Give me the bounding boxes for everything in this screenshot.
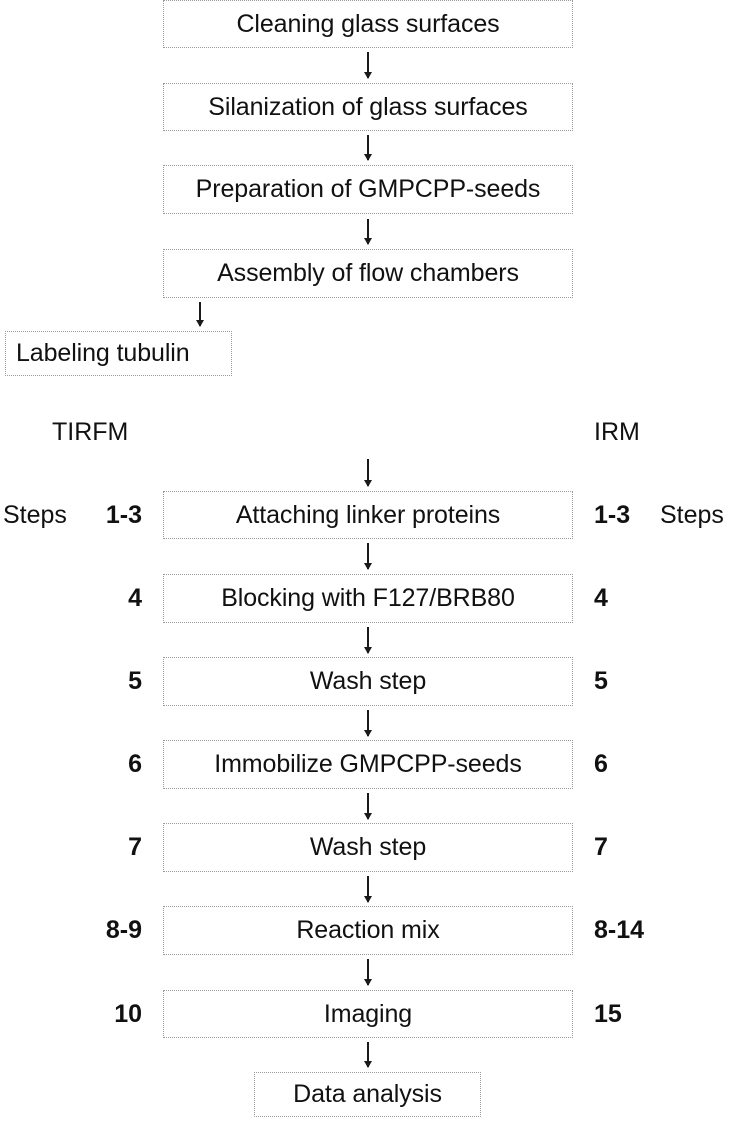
irm-step-number-row-1: 1-3 <box>594 501 631 529</box>
arrow-imaging-to-data-analysis <box>367 1042 369 1067</box>
flow-box-reaction-mix: Reaction mix <box>163 906 573 955</box>
tirfm-step-number-row-3: 5 <box>128 667 142 695</box>
flow-box-preparation-of-gmpcpp-seeds: Preparation of GMPCPP-seeds <box>163 165 573 214</box>
left-steps-word: Steps <box>3 501 67 529</box>
flow-box-label: Data analysis <box>293 1080 442 1108</box>
flow-box-label: Immobilize GMPCPP-seeds <box>214 750 522 778</box>
irm-step-number-row-6: 8-14 <box>594 916 645 944</box>
tirfm-step-number-row-1: 1-3 <box>105 501 142 529</box>
arrow-row-5-to-row-6 <box>367 876 369 902</box>
arrow-silanization-to-preparation <box>367 135 369 160</box>
arrow-row-4-to-row-5 <box>367 793 369 819</box>
column-title-tirfm: TIRFM <box>52 418 129 446</box>
column-title-irm: IRM <box>594 418 640 446</box>
flow-box-imaging: Imaging <box>163 990 573 1038</box>
flow-box-labeling-tubulin: Labeling tubulin <box>5 331 232 376</box>
arrow-row-6-to-row-7 <box>367 959 369 985</box>
flow-box-assembly-of-flow-chambers: Assembly of flow chambers <box>163 249 573 298</box>
flow-box-label: Attaching linker proteins <box>235 500 501 529</box>
flow-box-label: Imaging <box>323 999 413 1028</box>
flow-box-wash-step-2: Wash step <box>163 823 573 872</box>
flow-box-label: Reaction mix <box>296 916 440 944</box>
right-steps-word: Steps <box>660 501 724 529</box>
arrow-into-assay-flow <box>367 459 369 486</box>
tirfm-step-number-row-6: 8-9 <box>105 916 142 944</box>
flow-box-cleaning-glass-surfaces: Cleaning glass surfaces <box>163 0 573 48</box>
irm-step-number-row-4: 6 <box>594 750 608 778</box>
irm-step-number-row-7: 15 <box>594 1000 622 1028</box>
tirfm-step-number-row-5: 7 <box>128 833 142 861</box>
flow-box-silanization-of-glass-surfaces: Silanization of glass surfaces <box>163 83 573 131</box>
irm-step-number-row-2: 4 <box>594 584 608 612</box>
flow-box-blocking-with-f127-brb80: Blocking with F127/BRB80 <box>163 574 573 623</box>
flow-box-label: Labeling tubulin <box>16 339 190 367</box>
arrow-row-1-to-row-2 <box>367 543 369 569</box>
tirfm-step-number-row-7: 10 <box>114 1000 142 1028</box>
tirfm-step-number-row-4: 6 <box>128 750 142 778</box>
arrow-row-3-to-row-4 <box>367 710 369 736</box>
flow-box-label: Assembly of flow chambers <box>217 259 519 287</box>
irm-step-number-row-3: 5 <box>594 667 608 695</box>
flow-box-label: Cleaning glass surfaces <box>236 9 500 38</box>
arrow-cleaning-to-silanization <box>367 52 369 78</box>
flow-box-label: Preparation of GMPCPP-seeds <box>195 175 541 203</box>
arrow-row-2-to-row-3 <box>367 627 369 653</box>
arrow-assembly-to-labeling-tubulin <box>199 302 201 326</box>
flow-box-data-analysis: Data analysis <box>254 1072 481 1117</box>
flow-box-wash-step-1: Wash step <box>163 657 573 706</box>
arrow-preparation-to-assembly <box>367 219 369 244</box>
tirfm-step-number-row-2: 4 <box>128 584 142 612</box>
flow-box-label: Wash step <box>309 833 427 861</box>
flow-box-label: Wash step <box>309 667 427 695</box>
flow-box-label: Silanization of glass surfaces <box>208 92 528 121</box>
flow-box-label: Blocking with F127/BRB80 <box>221 584 515 612</box>
flow-box-attaching-linker-proteins: Attaching linker proteins <box>163 491 573 539</box>
flow-box-immobilize-gmpcpp-seeds: Immobilize GMPCPP-seeds <box>163 740 573 789</box>
irm-step-number-row-5: 7 <box>594 833 608 861</box>
